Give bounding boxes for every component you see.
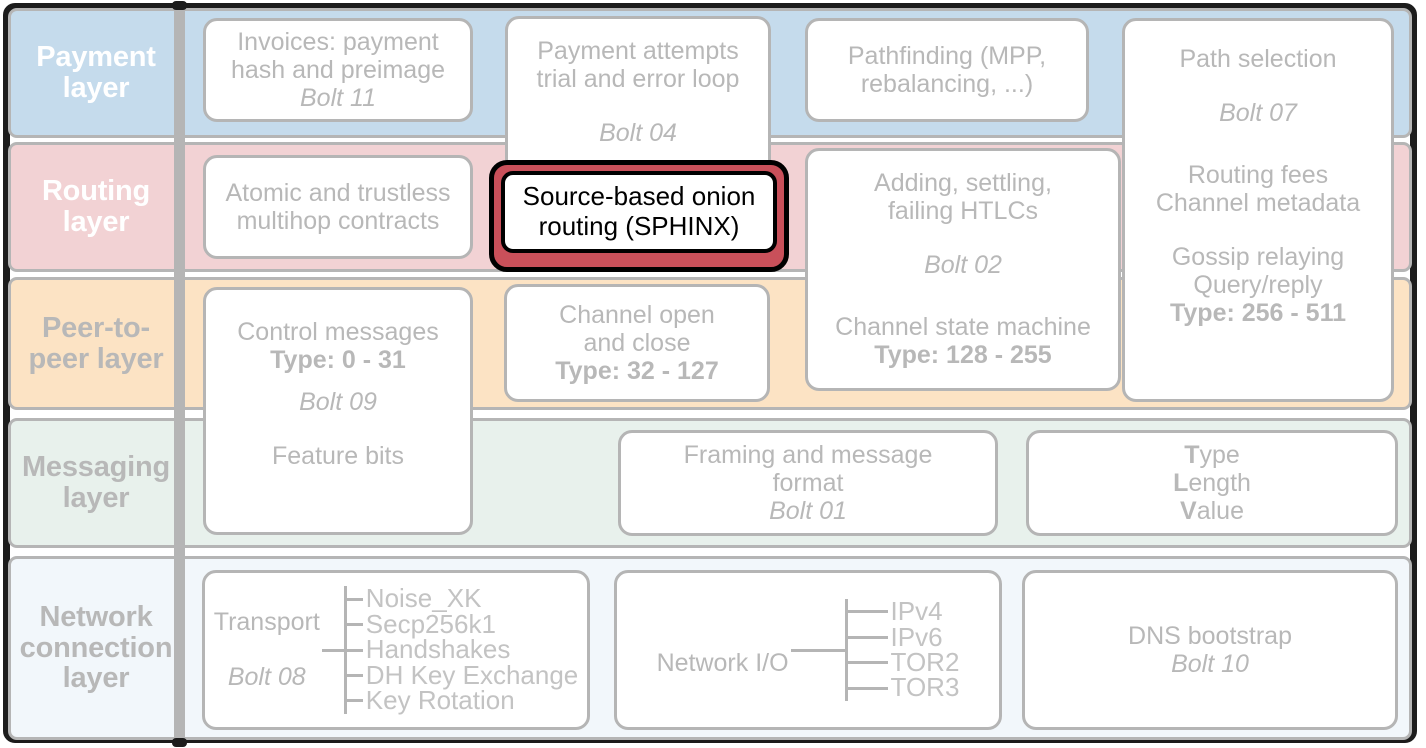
transport-branch: Noise_XK <box>346 583 578 614</box>
card-invoices[interactable]: Invoices: payment hash and preimage Bolt… <box>203 18 473 122</box>
card-framing-text: Framing and message format <box>683 441 933 497</box>
layer-label-messaging: Messaging layer <box>21 451 171 514</box>
transport-branch-label: Noise_XK <box>365 583 482 614</box>
card-htlcs-state-machine: Channel state machine <box>835 313 1091 341</box>
card-tlv-value: Value <box>1180 497 1244 525</box>
card-channel-open-close-text: Channel open and close <box>559 301 715 357</box>
transport-branch-label: Key Rotation <box>365 685 515 716</box>
card-htlcs-bolt: Bolt 02 <box>924 251 1002 279</box>
card-path-selection-type: Type: 256 - 511 <box>1169 299 1347 327</box>
vertical-separator-bar <box>174 4 185 744</box>
network-io-tree-stem <box>790 648 845 652</box>
transport-branch-label: Secp256k1 <box>365 608 496 639</box>
card-sphinx-highlight-label: Source-based onion routing (SPHINX) <box>501 171 777 253</box>
card-control-messages[interactable]: Control messages Type: 0 - 31 Bolt 09 Fe… <box>203 287 473 535</box>
branch-line <box>847 635 888 639</box>
card-control-messages-bolt: Bolt 09 <box>299 388 377 416</box>
card-path-selection-gossip: Gossip relaying Query/reply <box>1171 243 1345 299</box>
branch-line <box>346 673 363 677</box>
transport-tree-stem <box>321 648 344 652</box>
card-framing[interactable]: Framing and message format Bolt 01 <box>618 430 998 536</box>
card-atomic-multihop-text: Atomic and trustless multihop contracts <box>225 179 451 235</box>
transport-root-label: Transport <box>213 607 320 636</box>
branch-line <box>346 597 363 601</box>
network-io-branches: IPv4 IPv6 TOR2 TOR3 <box>844 596 960 703</box>
card-path-selection[interactable]: Path selection Bolt 07 Routing fees Chan… <box>1122 18 1394 402</box>
card-htlcs-text: Adding, settling, failing HTLCs <box>874 169 1052 225</box>
card-control-messages-feature-bits: Feature bits <box>271 442 404 470</box>
card-tlv-length-rest: ength <box>1188 469 1251 497</box>
card-control-messages-title: Control messages <box>237 318 439 346</box>
transport-root: Transport Bolt 08 <box>214 581 322 719</box>
transport-root-bolt: Bolt 08 <box>227 662 306 691</box>
card-tlv-type-rest: ype <box>1199 441 1240 469</box>
transport-branch-label: Handshakes <box>365 634 511 665</box>
card-path-selection-bolt: Bolt 07 <box>1219 99 1297 127</box>
network-io-branch: IPv4 <box>847 596 960 627</box>
network-io-tree: Network I/O IPv4 IPv6 TOR2 TOR3 <box>617 596 999 703</box>
transport-branch: Handshakes <box>346 634 578 665</box>
branch-line <box>346 648 363 652</box>
card-tlv-value-rest: alue <box>1196 497 1244 525</box>
card-invoices-text: Invoices: payment hash and preimage <box>230 28 446 84</box>
branch-line <box>346 623 363 627</box>
layer-label-network: Network connection layer <box>19 600 173 695</box>
transport-branch: Secp256k1 <box>346 608 578 639</box>
card-payment-attempts-bolt: Bolt 04 <box>599 119 677 147</box>
network-io-root: Network I/O <box>657 623 791 678</box>
card-payment-attempts-text: Payment attempts trial and error loop <box>536 37 740 93</box>
card-control-messages-type: Type: 0 - 31 <box>270 346 406 374</box>
card-tlv[interactable]: Type Length Value <box>1026 430 1398 536</box>
network-io-branch: TOR2 <box>847 647 960 677</box>
card-framing-bolt: Bolt 01 <box>769 497 847 525</box>
network-io-branch-label: TOR2 <box>890 647 960 677</box>
card-tlv-length-initial: L <box>1173 469 1189 497</box>
card-dns-text: DNS bootstrap <box>1128 622 1292 650</box>
layer-label-routing: Routing layer <box>41 175 151 238</box>
card-tlv-type-initial: T <box>1184 441 1200 469</box>
transport-branch-label: DH Key Exchange <box>365 659 579 690</box>
branch-line <box>847 661 888 665</box>
card-channel-open-close[interactable]: Channel open and close Type: 32 - 127 <box>504 284 770 402</box>
card-channel-open-close-type: Type: 32 - 127 <box>555 357 719 385</box>
branch-line <box>346 699 363 703</box>
card-tlv-value-initial: V <box>1180 497 1197 525</box>
branch-line <box>847 610 888 614</box>
network-io-branch-label: TOR3 <box>890 672 960 703</box>
transport-branch: Key Rotation <box>346 685 578 716</box>
card-dns-bolt: Bolt 10 <box>1171 650 1249 678</box>
network-io-branch-label: IPv4 <box>890 596 943 627</box>
vertical-separator-cap-top <box>172 1 187 10</box>
card-tlv-length: Length <box>1173 469 1251 497</box>
transport-tree: Transport Bolt 08 Noise_XK Secp256k1 Han… <box>205 581 587 719</box>
network-io-branch: TOR3 <box>847 672 960 703</box>
network-io-branch: IPv6 <box>847 621 960 652</box>
card-transport[interactable]: Transport Bolt 08 Noise_XK Secp256k1 Han… <box>202 570 590 730</box>
card-sphinx-highlight[interactable]: Source-based onion routing (SPHINX) <box>489 160 789 272</box>
network-io-root-label: Network I/O <box>656 649 789 677</box>
card-payment-attempts[interactable]: Payment attempts trial and error loop Bo… <box>505 16 771 174</box>
card-htlcs[interactable]: Adding, settling, failing HTLCs Bolt 02 … <box>805 148 1121 391</box>
network-io-branch-label: IPv6 <box>890 621 943 652</box>
card-atomic-multihop[interactable]: Atomic and trustless multihop contracts <box>203 155 473 259</box>
card-dns-bootstrap[interactable]: DNS bootstrap Bolt 10 <box>1022 570 1398 730</box>
card-pathfinding[interactable]: Pathfinding (MPP, rebalancing, ...) <box>805 18 1089 122</box>
transport-branches: Noise_XK Secp256k1 Handshakes DH Key Exc… <box>343 583 579 716</box>
card-htlcs-type: Type: 128 - 255 <box>874 341 1052 369</box>
card-path-selection-routing-fees: Routing fees Channel metadata <box>1155 161 1361 217</box>
card-pathfinding-text: Pathfinding (MPP, rebalancing, ...) <box>847 42 1047 98</box>
layer-label-p2p: Peer-to- peer layer <box>28 311 164 375</box>
card-path-selection-title: Path selection <box>1179 45 1337 73</box>
transport-branch: DH Key Exchange <box>346 659 579 690</box>
vertical-separator-cap-bottom <box>172 738 187 747</box>
card-network-io[interactable]: Network I/O IPv4 IPv6 TOR2 TOR3 <box>614 570 1002 730</box>
card-tlv-type: Type <box>1184 441 1240 469</box>
branch-line <box>847 686 888 690</box>
layer-label-payment: Payment layer <box>36 41 156 104</box>
card-invoices-bolt: Bolt 11 <box>300 84 376 112</box>
